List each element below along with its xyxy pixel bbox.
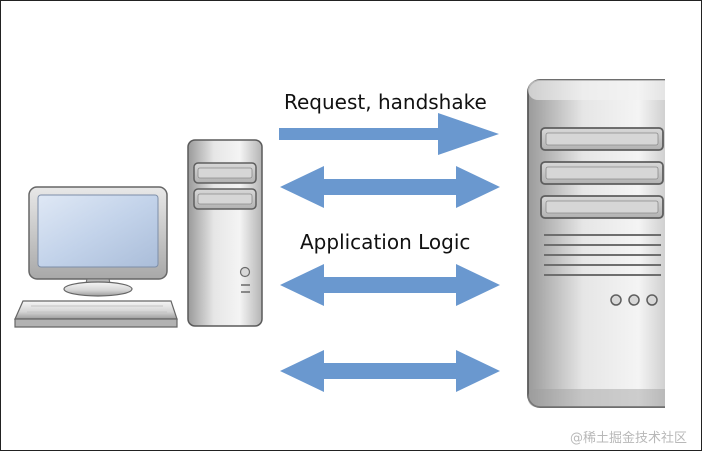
server-buttons (610, 294, 658, 306)
double-arrow-2 (280, 264, 500, 306)
arrows-group (279, 113, 500, 392)
monitor-icon (28, 186, 168, 297)
keyboard-icon (14, 300, 178, 328)
pc-tower-icon (187, 139, 263, 327)
drive-bays (540, 127, 664, 219)
request-label: Request, handshake (284, 90, 487, 114)
watermark-text: @稀土掘金技术社区 (570, 430, 687, 446)
vent-grille (544, 234, 661, 276)
double-arrow-3 (280, 350, 500, 392)
application-logic-label: Application Logic (300, 230, 470, 254)
double-arrow-1 (280, 166, 500, 208)
request-arrow (279, 113, 499, 155)
desktop-computer-icon (14, 139, 263, 328)
server-tower-icon (527, 79, 687, 408)
